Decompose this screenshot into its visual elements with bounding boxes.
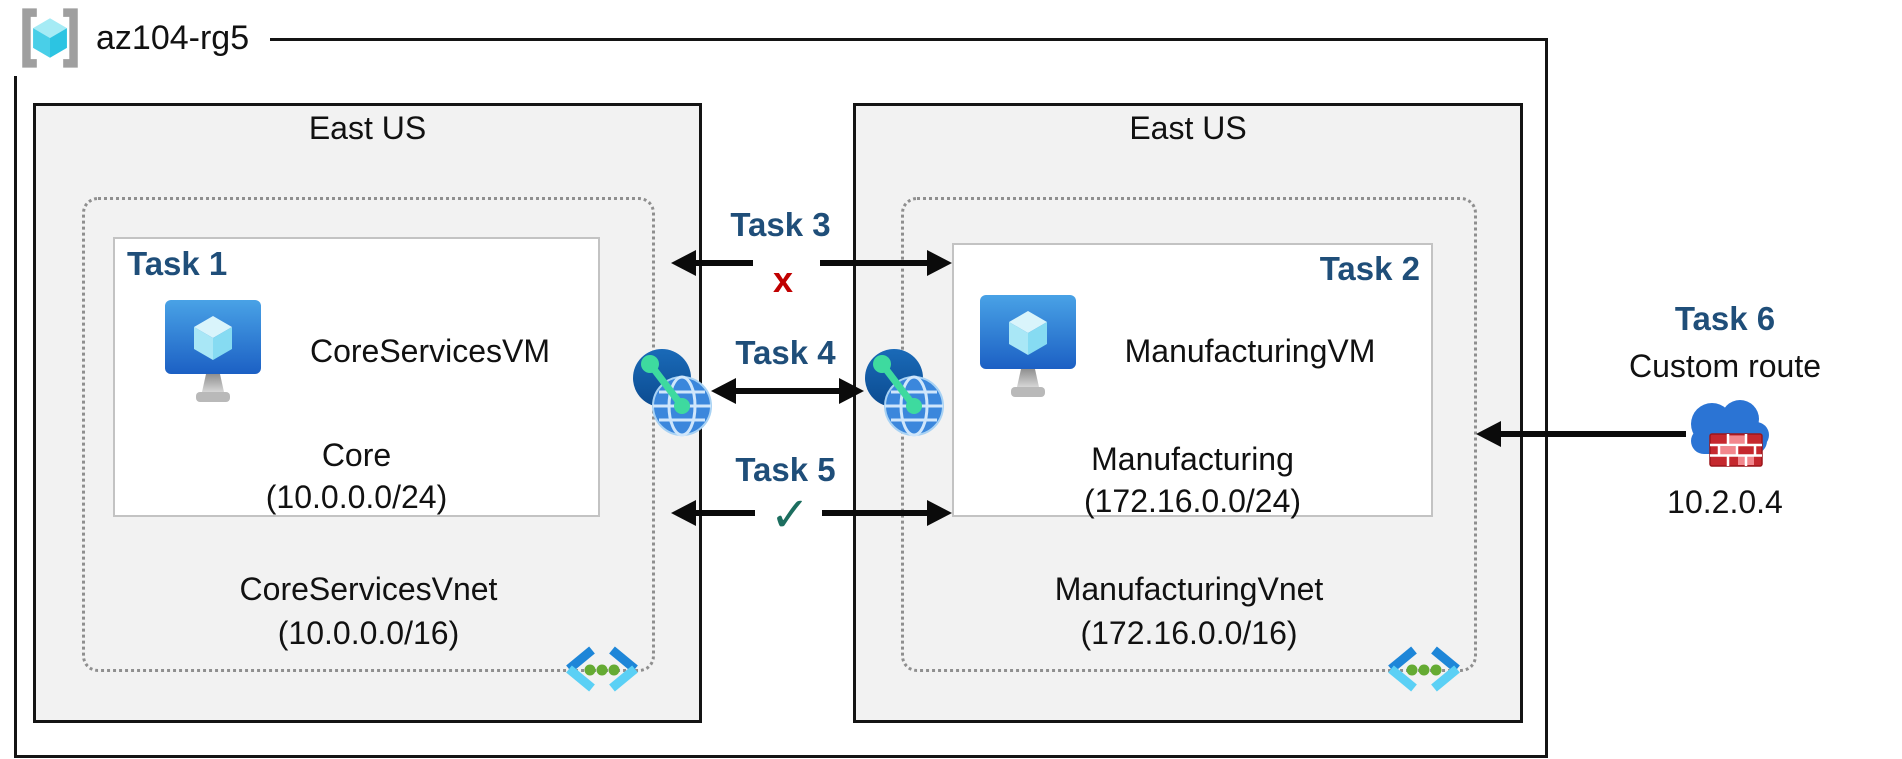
subnet-cidr-right: (172.16.0.0/24) [1083,483,1302,519]
vm-icon-right [978,295,1078,401]
vnet-right-box [901,197,1477,672]
peering-icon-left [630,348,714,440]
vm-icon-left [163,300,263,406]
task6-label: Task 6 [1674,300,1776,337]
subnet-cidr-left: (10.0.0.0/24) [265,479,448,515]
region-left-title: East US [308,110,427,146]
resource-group-header: az104-rg5 [8,0,270,76]
task2-label: Task 2 [1319,250,1420,287]
subnet-left-box [113,237,600,517]
subnet-name-right: Manufacturing [1091,441,1294,477]
resource-group-box [14,38,1548,758]
vnet-icon-right [1385,646,1463,692]
task1-label: Task 1 [127,245,228,282]
vnet-name-left: CoreServicesVnet [239,571,498,607]
vnet-cidr-right: (172.16.0.0/16) [1080,615,1298,651]
vnet-icon-left [563,646,641,692]
task3-deny-x: x [772,259,794,300]
task6-subtitle: Custom route [1628,348,1822,384]
resource-group-icon [16,6,84,70]
custom-route-cloud-firewall-icon [1682,388,1774,472]
vnet-left-box [82,197,655,672]
task5-label: Task 5 [735,451,836,488]
task3-label: Task 3 [730,206,831,243]
task4-label: Task 4 [735,334,836,371]
resource-group-label: az104-rg5 [96,18,250,57]
peering-icon-right [862,348,946,440]
vm-name-right: ManufacturingVM [1124,333,1376,369]
region-right-title: East US [1129,110,1247,146]
subnet-name-left: Core [321,437,392,473]
vnet-name-right: ManufacturingVnet [1054,571,1324,607]
vnet-cidr-left: (10.0.0.0/16) [277,615,460,651]
task6-ip: 10.2.0.4 [1667,484,1783,520]
task5-check: ✓ [769,489,811,542]
vm-name-left: CoreServicesVM [309,333,551,369]
